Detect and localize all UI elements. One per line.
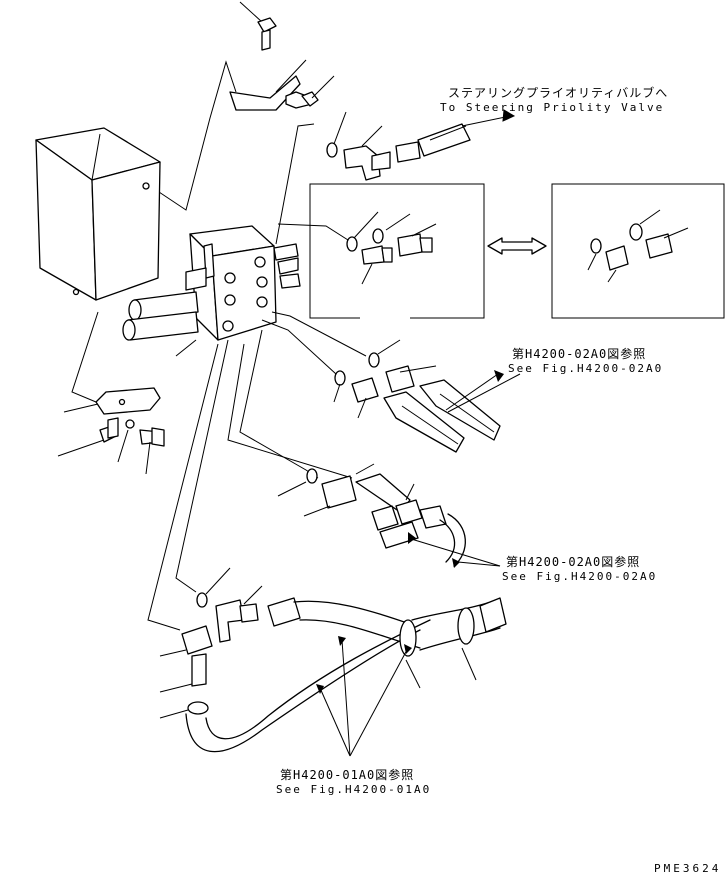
drawing-code: PME3624 — [654, 862, 722, 875]
elbow-fitting-top — [275, 109, 516, 245]
detail-box-right — [551, 183, 725, 319]
label-ref1-jp: 第H4200-02A0図参照 — [512, 347, 647, 361]
label-to-steering-en: To Steering Priolity Valve — [440, 101, 665, 114]
detail-box-left — [277, 183, 485, 319]
bottom-hose-assembly — [147, 339, 507, 757]
valve-block — [185, 225, 301, 341]
label-ref2-en: See Fig.H4200-02A0 — [502, 570, 658, 583]
label-ref2-jp: 第H4200-02A0図参照 — [506, 555, 641, 569]
bracket-bottom — [57, 311, 165, 475]
cover-box — [35, 127, 161, 301]
label-ref3-jp: 第H4200-01A0図参照 — [280, 768, 415, 782]
label-ref1-en: See Fig.H4200-02A0 — [508, 362, 664, 375]
top-bolt — [239, 1, 277, 51]
label-to-steering-jp: ステアリングプライオリティバルブへ — [448, 86, 669, 100]
valve-cylinders — [122, 291, 199, 357]
middle-fittings — [261, 311, 521, 453]
label-ref3-en: See Fig.H4200-01A0 — [276, 783, 432, 796]
equivalence-arrow — [487, 237, 547, 255]
bracket-top — [149, 59, 335, 211]
lower-fittings — [227, 329, 501, 568]
